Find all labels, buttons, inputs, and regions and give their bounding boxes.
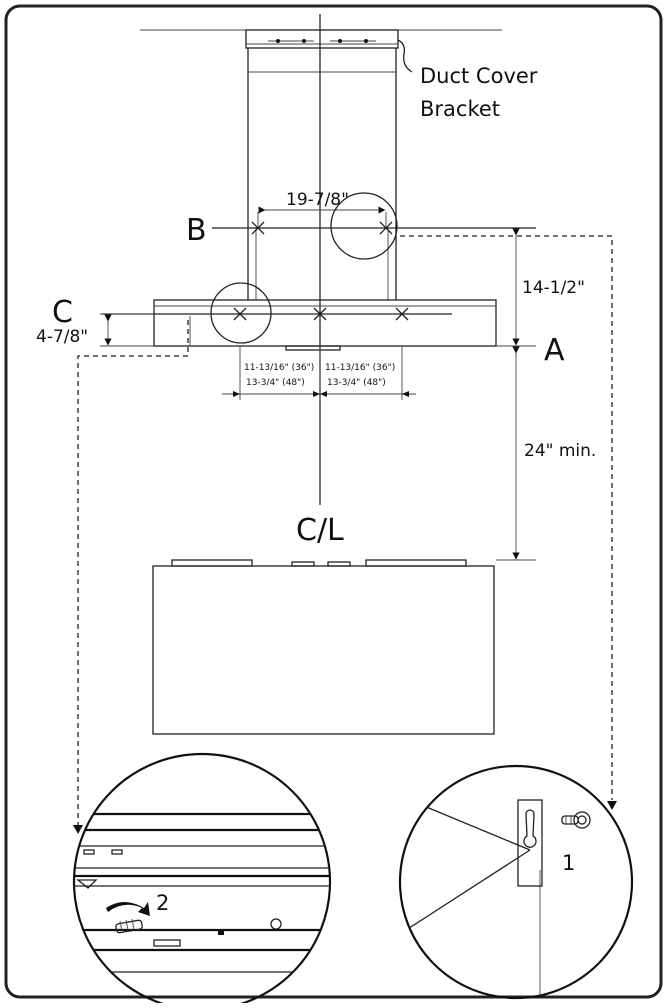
mark-c-right: [395, 307, 409, 321]
callout-1-label: 1: [562, 851, 575, 875]
bracket-screw: [338, 39, 342, 43]
point-b-label: B: [186, 213, 207, 248]
left-offset-36-label: 11-13/16" (36"): [244, 363, 314, 373]
point-a-label: A: [544, 333, 565, 368]
mark-c-center: [313, 307, 327, 321]
detail-left-border: [72, 752, 332, 1008]
mark-b-right: [379, 221, 393, 235]
bracket-screw: [364, 39, 368, 43]
callout-2-label: 2: [156, 891, 169, 915]
detail-right-border: [398, 764, 634, 1000]
mark-b-left: [251, 221, 265, 235]
leader-to-detail-1: [400, 235, 613, 800]
duct-cover-bracket: [245, 29, 399, 49]
leader-arrow-detail-2: [73, 825, 83, 834]
curved-arrow-icon: [106, 902, 150, 916]
right-offset-36-label: 11-13/16" (36"): [325, 363, 395, 373]
bracket-screw: [276, 39, 280, 43]
point-c-label: C: [52, 295, 73, 330]
right-offset-48-label: 13-3/4" (48"): [327, 378, 386, 388]
mark-c-left: [233, 307, 247, 321]
detail-circle-c: [210, 282, 272, 344]
detail-view-left: 2: [72, 752, 332, 1008]
dim-height-label: 14-1/2": [522, 278, 585, 298]
outer-frame: [4, 4, 663, 999]
keyhole-slot-icon: [523, 809, 537, 848]
leader-arrow-detail-1: [607, 801, 617, 810]
range-body: [152, 565, 495, 735]
bracket-leader-line: [397, 39, 413, 73]
hood-light-panel: [285, 345, 341, 351]
dim-min-label: 24" min.: [524, 441, 596, 461]
left-offset-48-label: 13-3/4" (48"): [246, 378, 305, 388]
dim-side-label: 4-7/8": [36, 327, 88, 347]
dim-width-label: 19-7/8": [286, 190, 349, 210]
duct-cover-bracket-label-2: Bracket: [420, 97, 500, 121]
centerline-label: C/L: [296, 513, 344, 548]
detail-circle-b: [330, 192, 398, 260]
wall-bracket-plate: [517, 799, 543, 887]
detail-view-right: 1: [398, 764, 634, 1000]
offset-arrows: [233, 391, 409, 397]
bracket-screw: [302, 39, 306, 43]
leader-to-detail-2: [77, 320, 189, 826]
screw-icon: [115, 918, 143, 934]
screw-icon: [561, 811, 591, 829]
duct-cover-bracket-label: Duct Cover: [420, 64, 538, 88]
